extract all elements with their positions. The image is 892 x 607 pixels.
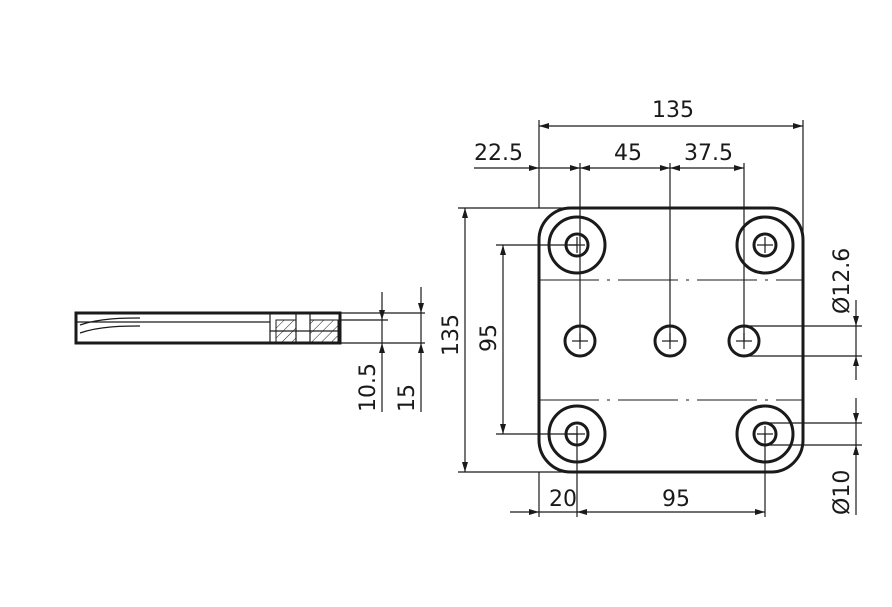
dim-plate-thickness: 10.5 [356,363,381,412]
side-view [74,311,342,345]
dim-overall-height: 135 [439,314,464,356]
dim-right-pitch: 37.5 [684,141,733,166]
dim-center-pitch: 45 [614,141,642,166]
dim-overall-width: 135 [652,98,694,123]
dim-bottom-left-offset: 20 [549,487,577,512]
corner-hole-top-right [735,215,795,275]
dim-total-thickness: 15 [395,384,420,412]
side-view-outline [74,311,342,345]
dim-bottom-hole-pitch: 95 [662,487,690,512]
dim-small-hole-dia: Ø10 [830,470,855,515]
side-view-lower-line [79,325,141,334]
left-dimensions: 135 95 [439,207,577,473]
side-view-curve [79,317,141,326]
dim-left-offset: 22.5 [474,141,523,166]
dim-vertical-hole-pitch: 95 [477,324,502,352]
plate-outline [537,206,805,474]
top-dimensions: 135 22.5 45 37.5 [474,98,804,341]
right-dimensions: Ø12.6 Ø10 [744,248,862,515]
dim-large-hole-dia: Ø12.6 [830,248,855,314]
bottom-dimensions: 20 95 [510,434,766,517]
side-thickness-dimensions: 10.5 15 [340,287,425,412]
front-view [537,206,805,474]
